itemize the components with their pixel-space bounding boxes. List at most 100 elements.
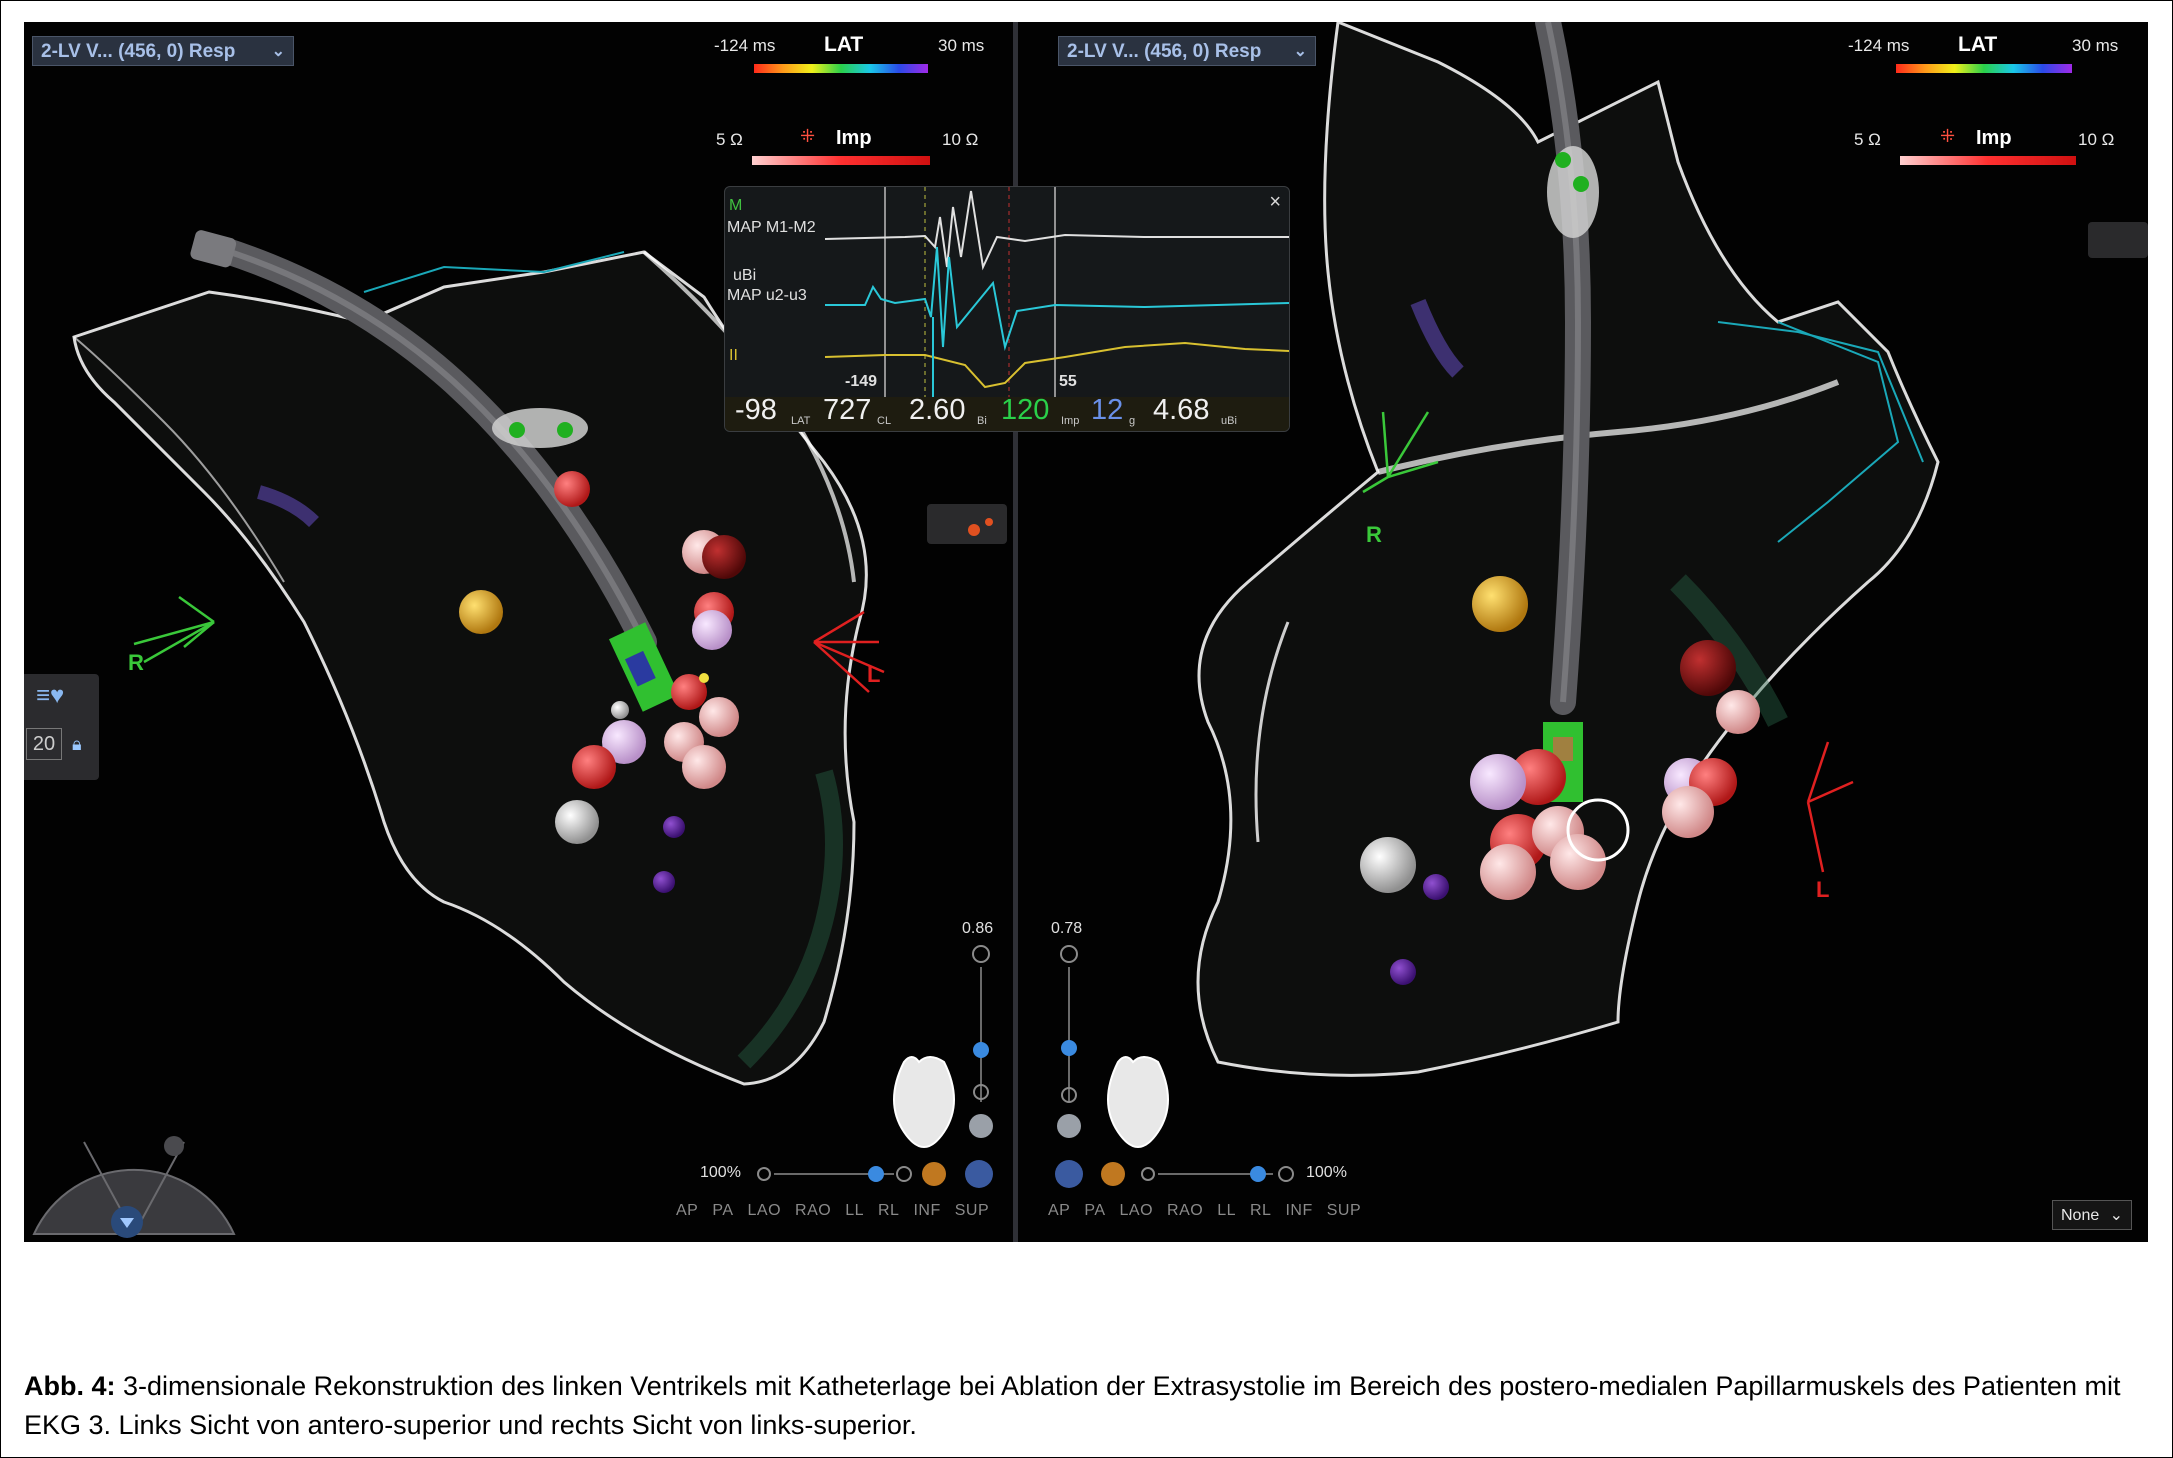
side-toolbar[interactable]: ≡♥ 20 🔒︎ xyxy=(24,674,99,780)
view-inf-button[interactable]: INF xyxy=(913,1202,941,1219)
heart-orientation-icon xyxy=(1107,1056,1169,1148)
chevron-down-icon: ⌄ xyxy=(2109,1207,2123,1224)
zoom-percent: 100% xyxy=(1306,1164,1347,1181)
view-preset-dropdown[interactable]: None ⌄ xyxy=(2052,1200,2132,1230)
readout-cl-unit: CL xyxy=(877,415,892,427)
ablation-point xyxy=(671,674,707,710)
imp-color-scale: 5 Ω ⁜ Imp 10 Ω xyxy=(716,126,1013,176)
ablation-point xyxy=(1662,786,1714,838)
marker-right-label: 55 xyxy=(1059,373,1077,390)
map-selector-dropdown[interactable]: 2-LV V... (456, 0) Resp ⌄ xyxy=(32,36,294,66)
map-selector-label: 2-LV V... (456, 0) Resp xyxy=(1067,41,1262,62)
view-sup-button[interactable]: SUP xyxy=(954,1202,990,1219)
marker-left-label: -149 xyxy=(845,373,878,390)
readout-imp-value: 120 xyxy=(1001,394,1050,426)
imp-min: 5 Ω xyxy=(1854,130,1881,149)
ablation-point xyxy=(1472,576,1528,632)
trace-map-u2-u3 xyxy=(825,246,1289,351)
view-rl-button[interactable]: RL xyxy=(1249,1202,1272,1219)
readout-bar: -98 LAT 727 CL 2.60 Bi 120 Imp 12 g 4.68… xyxy=(725,394,1289,431)
r-orientation-arrow xyxy=(1362,411,1439,494)
filter-heart-icon[interactable]: ≡♥ xyxy=(36,682,65,709)
side-tool-value[interactable]: 20 xyxy=(26,728,62,760)
ablation-point xyxy=(1360,837,1416,893)
ablation-point xyxy=(1423,874,1449,900)
ablation-point xyxy=(1680,640,1736,696)
lat-min: -124 ms xyxy=(1848,36,1910,55)
readout-ubi-unit: uBi xyxy=(1221,415,1237,427)
lat-title: LAT xyxy=(1958,33,1998,56)
map-selector-label: 2-LV V... (456, 0) Resp xyxy=(41,41,236,62)
tool-dial xyxy=(32,1168,236,1235)
impedance-icon: ⁜ xyxy=(1940,126,1956,146)
r-orientation-arrow xyxy=(133,595,215,664)
caption-label: Abb. 4: xyxy=(24,1371,116,1401)
view-lao-button[interactable]: LAO xyxy=(1119,1202,1154,1219)
ablation-point xyxy=(663,816,685,838)
caption-text: 3-dimensionale Rekonstruktion des linken… xyxy=(24,1371,2121,1440)
view-preset-label: None xyxy=(2061,1207,2100,1224)
imp-color-scale: 5 Ω ⁜ Imp 10 Ω xyxy=(1854,126,2148,176)
view-buttons: AP PA LAO RAO LL RL INF SUP xyxy=(676,1202,1003,1220)
ablation-point xyxy=(611,701,629,719)
view-rao-button[interactable]: RAO xyxy=(1167,1202,1204,1219)
channel-m-label: M xyxy=(729,197,743,214)
signal-traces xyxy=(824,187,1289,397)
ablation-point xyxy=(572,745,616,789)
readout-lat-value: -98 xyxy=(735,394,777,426)
readout-bi-value: 2.60 xyxy=(909,394,966,426)
lat-title: LAT xyxy=(824,33,864,56)
ablation-point xyxy=(554,471,590,507)
chevron-down-icon: ⌄ xyxy=(271,43,285,60)
right-viewport[interactable]: 2-LV V... (456, 0) Resp ⌄ -124 ms LAT 30… xyxy=(1018,22,2148,1242)
ablation-point xyxy=(459,590,503,634)
signal-popup[interactable]: M MAP M1-M2 uBi MAP u2-u3 II -149 55 × -… xyxy=(724,186,1290,432)
lat-max: 30 ms xyxy=(938,36,985,55)
readout-bi-unit: Bi xyxy=(977,415,987,427)
view-ll-button[interactable]: LL xyxy=(845,1202,864,1219)
trace1-label: MAP M1-M2 xyxy=(727,219,816,236)
imp-max: 10 Ω xyxy=(2078,130,2115,149)
l-arrow-label: L xyxy=(867,662,881,687)
imp-gradient-bar xyxy=(752,156,930,165)
imp-title: Imp xyxy=(836,127,872,149)
trace2a-label: uBi xyxy=(733,267,757,284)
view-ll-button[interactable]: LL xyxy=(1217,1202,1236,1219)
l-arrow-label: L xyxy=(1816,877,1830,902)
map-selector-dropdown[interactable]: 2-LV V... (456, 0) Resp ⌄ xyxy=(1058,36,1316,66)
l-orientation-arrow xyxy=(813,610,885,693)
readout-ubi-value: 4.68 xyxy=(1153,394,1210,426)
view-ap-button[interactable]: AP xyxy=(1048,1202,1071,1219)
pane-divider[interactable] xyxy=(1013,22,1018,1242)
ablation-point xyxy=(1390,959,1416,985)
readout-imp-unit: Imp xyxy=(1061,415,1080,427)
transparency-value: 0.86 xyxy=(962,920,994,937)
ablation-point xyxy=(555,800,599,844)
lat-color-scale: -124 ms LAT 30 ms xyxy=(714,32,1013,92)
ablation-point xyxy=(1566,798,1630,862)
r-arrow-label: R xyxy=(128,650,144,675)
view-ap-button[interactable]: AP xyxy=(676,1202,699,1219)
view-buttons: AP PA LAO RAO LL RL INF SUP xyxy=(1048,1202,1375,1220)
readout-g-value: 12 xyxy=(1091,394,1124,426)
lat-color-scale: -124 ms LAT 30 ms xyxy=(1848,32,2148,92)
view-rao-button[interactable]: RAO xyxy=(795,1202,832,1219)
right-3d-scene[interactable] xyxy=(1018,22,2148,1242)
view-lao-button[interactable]: LAO xyxy=(747,1202,782,1219)
ablation-point xyxy=(1480,844,1536,900)
view-sup-button[interactable]: SUP xyxy=(1326,1202,1362,1219)
view-pa-button[interactable]: PA xyxy=(1084,1202,1106,1219)
view-inf-button[interactable]: INF xyxy=(1285,1202,1313,1219)
close-icon[interactable]: × xyxy=(1269,191,1281,213)
view-pa-button[interactable]: PA xyxy=(712,1202,734,1219)
ablation-point xyxy=(1550,834,1606,890)
lock-icon[interactable]: 🔒︎ xyxy=(72,734,82,754)
lat-gradient-bar xyxy=(1896,64,2072,73)
ablation-point xyxy=(602,720,646,764)
imp-max: 10 Ω xyxy=(942,130,979,149)
ablation-point xyxy=(653,871,675,893)
lat-min: -124 ms xyxy=(714,36,776,55)
ablation-point xyxy=(702,535,746,579)
trace-map-m1-m2 xyxy=(824,190,1289,271)
view-rl-button[interactable]: RL xyxy=(877,1202,900,1219)
